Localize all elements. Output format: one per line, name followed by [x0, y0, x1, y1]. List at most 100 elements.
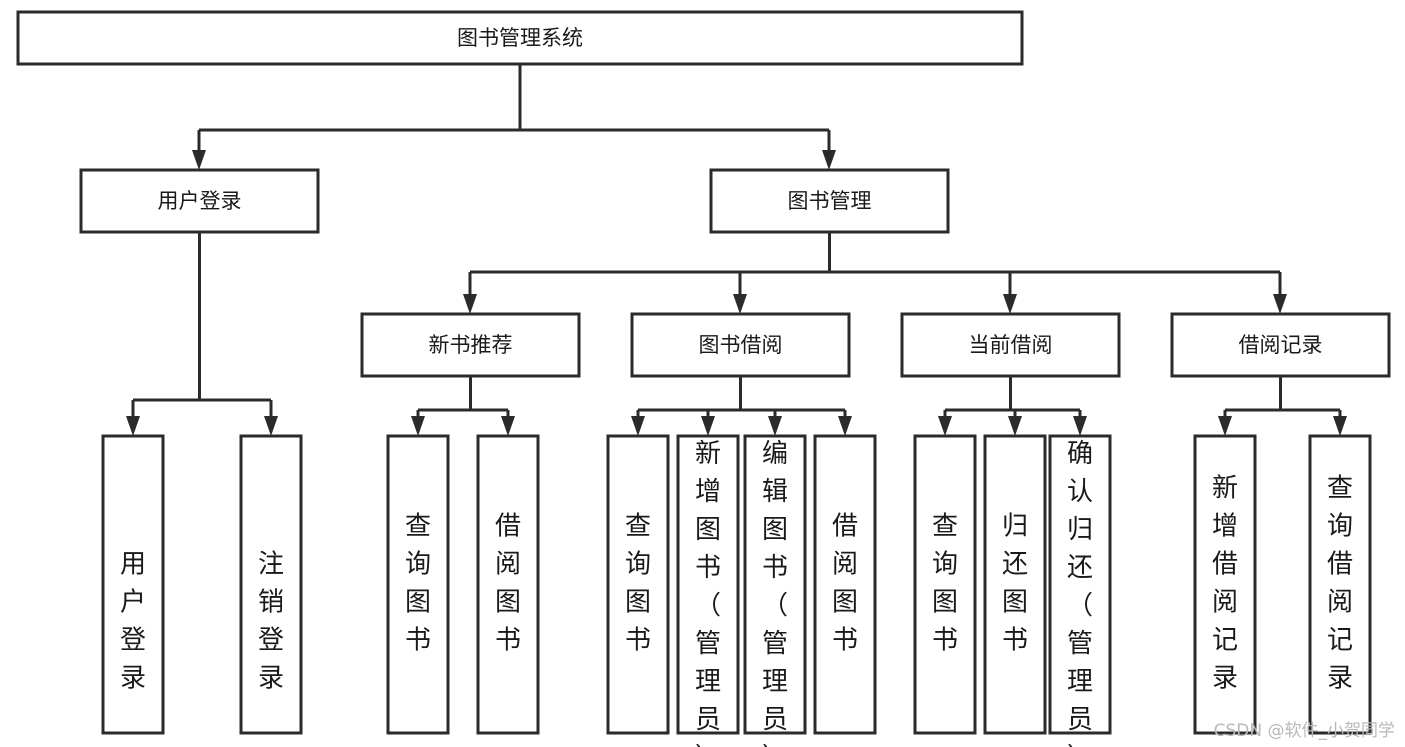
- node-label-char: 图: [625, 588, 651, 618]
- node-label-char: 录: [120, 664, 146, 694]
- arrow-head-icon: [1218, 416, 1232, 436]
- node-label-book-borrow: 图书借阅: [699, 333, 783, 357]
- node-label-char: ）: [695, 743, 721, 747]
- node-box-leaf-borrow-book-2[interactable]: [813, 434, 877, 735]
- node-label-char: 书: [932, 626, 958, 656]
- node-label-char: 新: [695, 439, 721, 469]
- node-book-manage[interactable]: 图书管理: [709, 168, 950, 234]
- arrow-head-icon: [1273, 294, 1287, 314]
- node-label-char: 借: [495, 512, 521, 542]
- node-label-char: 登: [120, 626, 146, 656]
- node-box-new-book-recommend[interactable]: [360, 312, 581, 378]
- node-box-leaf-add-record[interactable]: [1193, 434, 1257, 735]
- arrow-head-icon: [822, 150, 836, 170]
- node-label-borrow-record: 借阅记录: [1239, 333, 1323, 357]
- node-label-char: （: [762, 591, 788, 621]
- node-label-char: 阅: [832, 550, 858, 580]
- node-box-leaf-query-book-3[interactable]: [913, 434, 977, 735]
- node-box-root[interactable]: [16, 10, 1024, 66]
- node-borrow-record[interactable]: 借阅记录: [1170, 312, 1391, 378]
- node-label-char: 员: [1067, 705, 1093, 735]
- node-box-leaf-query-record[interactable]: [1308, 434, 1372, 735]
- arrow-head-icon: [264, 416, 278, 436]
- node-label-current-borrow: 当前借阅: [969, 333, 1053, 357]
- node-label-char: 还: [1067, 553, 1093, 583]
- node-label-char: 图: [495, 588, 521, 618]
- node-label-root: 图书管理系统: [457, 26, 583, 50]
- node-label-char: 图: [932, 588, 958, 618]
- node-label-char: 阅: [495, 550, 521, 580]
- node-label-char: 书: [832, 626, 858, 656]
- node-label-char: 辑: [762, 477, 788, 507]
- node-box-leaf-edit-book[interactable]: [743, 434, 807, 735]
- node-box-current-borrow[interactable]: [900, 312, 1121, 378]
- node-label-char: 查: [1327, 474, 1353, 504]
- arrow-head-icon: [838, 416, 852, 436]
- node-box-leaf-add-book[interactable]: [676, 434, 740, 735]
- watermark-text: CSDN @软件_小贺同学: [1213, 721, 1395, 741]
- arrow-head-icon: [192, 150, 206, 170]
- node-label-char: 注: [258, 550, 284, 580]
- arrow-head-icon: [1003, 294, 1017, 314]
- node-current-borrow[interactable]: 当前借阅: [900, 312, 1121, 378]
- node-label-char: 员: [695, 705, 721, 735]
- node-box-leaf-query-book-1[interactable]: [386, 434, 450, 735]
- node-label-char: 管: [695, 629, 721, 659]
- node-box-leaf-return-book[interactable]: [983, 434, 1047, 735]
- node-box-book-manage[interactable]: [709, 168, 950, 234]
- node-label-char: 询: [932, 550, 958, 580]
- node-label-char: 录: [1212, 664, 1238, 694]
- node-box-leaf-query-book-2[interactable]: [606, 434, 670, 735]
- node-box-book-borrow[interactable]: [630, 312, 851, 378]
- node-label-char: 查: [405, 512, 431, 542]
- node-label-char: 图: [405, 588, 431, 618]
- node-label-char: 书: [625, 626, 651, 656]
- node-label-char: 录: [258, 664, 284, 694]
- node-label-char: 还: [1002, 550, 1028, 580]
- node-label-char: 书: [405, 626, 431, 656]
- node-label-char: 图: [832, 588, 858, 618]
- node-label-char: 询: [625, 550, 651, 580]
- node-book-borrow[interactable]: 图书借阅: [630, 312, 851, 378]
- arrow-head-icon: [411, 416, 425, 436]
- node-box-borrow-record[interactable]: [1170, 312, 1391, 378]
- node-label-char: 借: [832, 512, 858, 542]
- node-label-char: 员: [762, 705, 788, 735]
- node-new-book-recommend[interactable]: 新书推荐: [360, 312, 581, 378]
- node-label-char: 询: [405, 550, 431, 580]
- node-box-leaf-logout[interactable]: [239, 434, 303, 735]
- arrow-head-icon: [938, 416, 952, 436]
- node-box-leaf-borrow-book-1[interactable]: [476, 434, 540, 735]
- arrow-head-icon: [631, 416, 645, 436]
- node-root[interactable]: 图书管理系统: [16, 10, 1024, 66]
- arrow-head-icon: [1008, 416, 1022, 436]
- node-box-leaf-user-login[interactable]: [101, 434, 165, 735]
- node-box-user-login[interactable]: [79, 168, 320, 234]
- node-label-char: （: [695, 591, 721, 621]
- node-label-char: 增: [695, 477, 721, 507]
- node-box-leaf-confirm-return[interactable]: [1048, 434, 1112, 735]
- node-leaf-user-login[interactable]: 用户登录: [101, 434, 165, 735]
- node-user-login[interactable]: 用户登录: [79, 168, 320, 234]
- arrow-head-icon: [1073, 416, 1087, 436]
- node-label-char: 确: [1067, 439, 1093, 469]
- node-label-char: 书: [495, 626, 521, 656]
- node-label-char: 图: [695, 515, 721, 545]
- node-label-char: 借: [1327, 550, 1353, 580]
- node-label-char: 编: [762, 439, 788, 469]
- node-label-char: 图: [1002, 588, 1028, 618]
